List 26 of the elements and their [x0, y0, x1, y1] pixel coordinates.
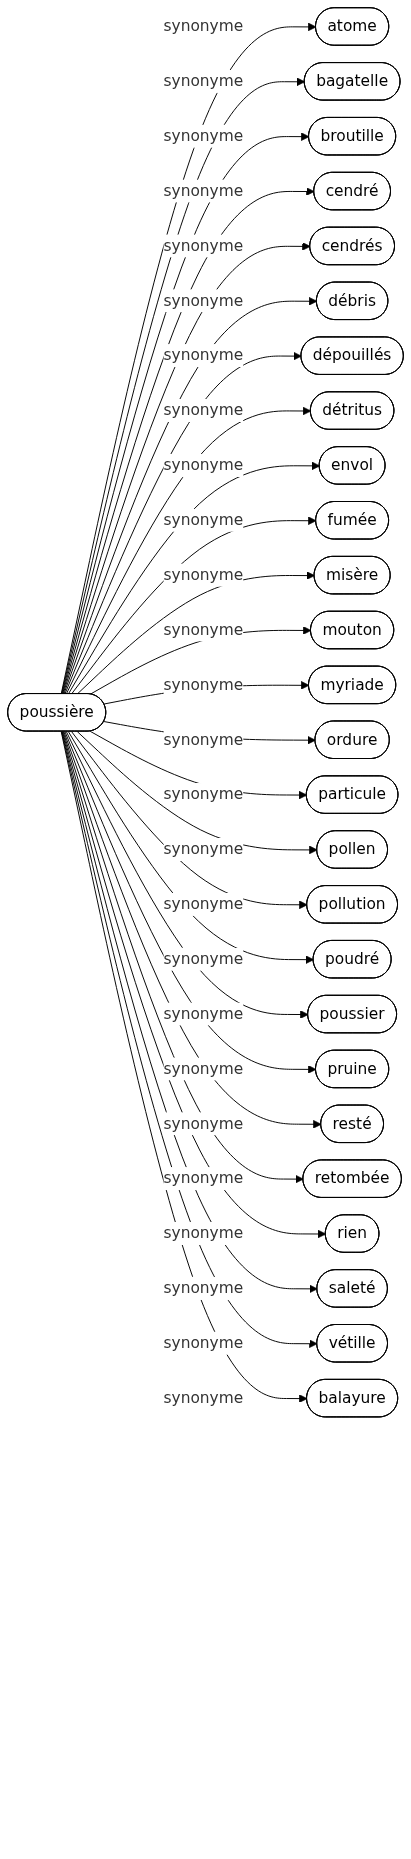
edge-label: synonyme: [163, 1278, 244, 1298]
edge-label: synonyme: [163, 949, 244, 968]
edge-label: synonyme: [163, 730, 244, 749]
edge-label: synonyme: [163, 1223, 244, 1243]
edge-label: synonyme: [163, 291, 244, 310]
edge-label: synonyme: [163, 1333, 244, 1352]
edge-label: synonyme: [163, 1059, 244, 1078]
edge-label: synonyme: [163, 400, 244, 420]
edge-label: synonyme: [163, 675, 244, 694]
edge-label: synonyme: [163, 236, 244, 255]
edge-label: synonyme: [163, 894, 244, 913]
edge-label: synonyme: [163, 16, 244, 36]
edge-label: synonyme: [163, 565, 244, 584]
edge-label: synonyme: [163, 455, 244, 475]
edge-label: synonyme: [163, 1004, 244, 1023]
edge-label: synonyme: [163, 71, 244, 90]
edge-label: synonyme: [163, 346, 244, 365]
edge-label: synonyme: [163, 784, 244, 804]
edge-label: synonyme: [163, 1388, 244, 1407]
edge-label: synonyme: [163, 1114, 244, 1133]
edge-label: synonyme: [163, 126, 244, 145]
edge-label: synonyme: [163, 510, 244, 529]
edge-label: synonyme: [163, 620, 244, 639]
edge-label: synonyme: [163, 839, 244, 859]
edge-label: synonyme: [163, 181, 244, 200]
edge-label: synonyme: [163, 1169, 244, 1188]
